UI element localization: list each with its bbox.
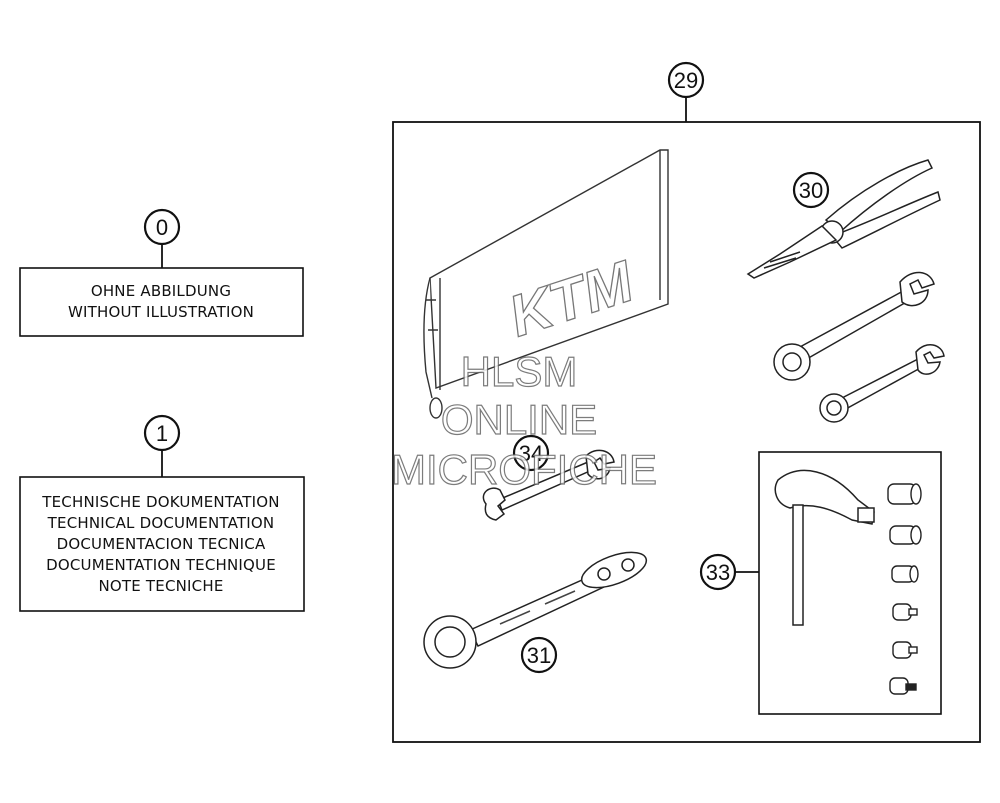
pliers-illustration[interactable] xyxy=(746,159,941,279)
box1-line-3: DOCUMENTACION TECNICA xyxy=(57,535,266,553)
box1-line-4: DOCUMENTATION TECHNIQUE xyxy=(46,556,276,574)
callout-1-number: 1 xyxy=(156,421,168,446)
callout-33-number: 33 xyxy=(706,560,730,585)
combination-wrench-small[interactable] xyxy=(819,344,945,423)
without-illustration-box: OHNE ABBILDUNG WITHOUT ILLUSTRATION xyxy=(19,267,304,337)
box1-line-2: TECHNICAL DOCUMENTATION xyxy=(47,514,275,532)
callout-30-number: 30 xyxy=(799,178,823,203)
bit-set-box xyxy=(758,451,942,715)
callout-34[interactable]: 34 xyxy=(512,434,550,472)
callout-1[interactable]: 1 xyxy=(143,414,181,452)
combination-wrench-large[interactable] xyxy=(773,271,935,381)
watermark-line-1: HLSM xyxy=(461,348,578,395)
technical-documentation-box: TECHNISCHE DOKUMENTATION TECHNICAL DOCUM… xyxy=(19,476,305,612)
callout-29-number: 29 xyxy=(674,68,698,93)
box0-line-1: OHNE ABBILDUNG xyxy=(91,282,231,300)
owners-manual-illustration[interactable]: KTM xyxy=(423,149,669,419)
socket-bits-illustration[interactable] xyxy=(887,483,922,695)
callout-30[interactable]: 30 xyxy=(792,171,830,209)
callout-33[interactable]: 33 xyxy=(699,553,737,591)
watermark-line-3: MICROFICHE xyxy=(391,446,657,493)
open-end-wrench-illustration[interactable] xyxy=(482,449,615,521)
watermark-line-2: ONLINE xyxy=(441,396,597,443)
watermark: HLSM ONLINE MICROFICHE xyxy=(390,347,657,493)
tool-kit-frame xyxy=(392,121,981,743)
callout-31-number: 31 xyxy=(527,643,551,668)
box1-line-5: NOTE TECNICHE xyxy=(98,577,223,595)
t-handle-illustration[interactable] xyxy=(774,469,875,626)
callout-34-number: 34 xyxy=(519,441,543,466)
callout-0[interactable]: 0 xyxy=(143,208,181,246)
callout-29[interactable]: 29 xyxy=(667,61,705,99)
ring-spanner-illustration[interactable] xyxy=(423,545,651,669)
callout-31[interactable]: 31 xyxy=(520,636,558,674)
box1-line-1: TECHNISCHE DOKUMENTATION xyxy=(41,493,279,511)
box0-line-2: WITHOUT ILLUSTRATION xyxy=(68,303,254,321)
callout-0-number: 0 xyxy=(156,215,168,240)
